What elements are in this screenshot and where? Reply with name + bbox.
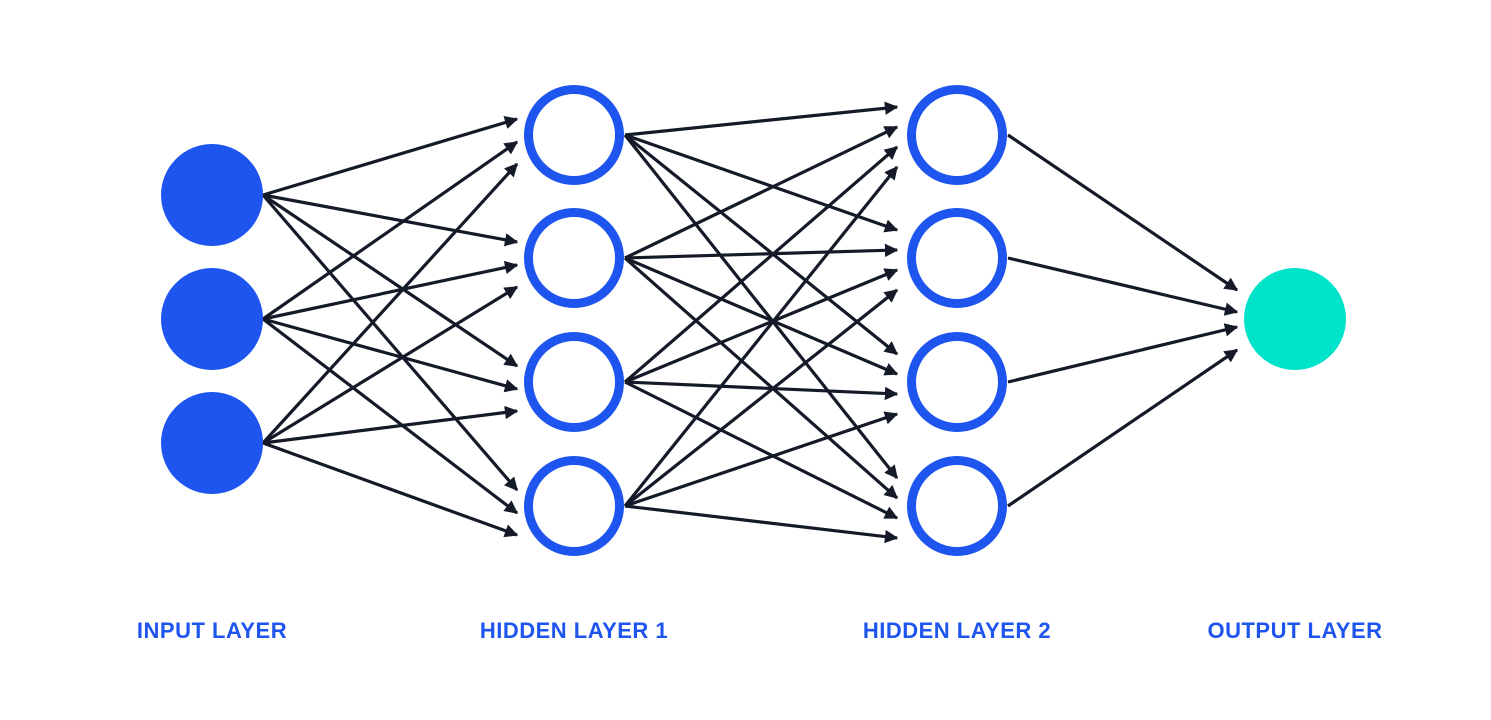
output-layer-label: OUTPUT LAYER <box>1207 618 1383 643</box>
hidden-layer-2-label: HIDDEN LAYER 2 <box>862 618 1052 643</box>
connection-arrow-l1-n2-to-n3 <box>624 380 899 520</box>
output-node <box>1244 268 1346 370</box>
connection-arrow-l1-n2-to-n2 <box>624 380 899 401</box>
connection-arrow-l1-n0-to-n0 <box>624 101 899 137</box>
connection-arrow-l1-n3-to-n1 <box>624 288 899 508</box>
connection-arrow-l2-n2-to-n0 <box>1007 323 1239 384</box>
hidden-node-l2-1 <box>907 208 1007 308</box>
connection-arrow-l1-n0-to-n3 <box>623 134 899 480</box>
connection-arrow-l1-n1-to-n2 <box>624 256 899 376</box>
hidden-layer-1-label: HIDDEN LAYER 1 <box>479 618 669 643</box>
connection-arrow-l2-n1-to-n0 <box>1007 256 1239 316</box>
connection-arrow-l1-n3-to-n0 <box>623 165 899 508</box>
input-node-1 <box>161 268 263 370</box>
connection-arrow-l1-n0-to-n1 <box>624 133 899 233</box>
connection-arrow-l1-n3-to-n3 <box>624 504 899 544</box>
connection-arrow-l0-n1-to-n1 <box>262 260 519 321</box>
hidden-node-l2-0 <box>907 85 1007 185</box>
hidden-node-l1-2 <box>524 332 624 432</box>
connection-arrow-l0-n2-to-n2 <box>262 405 519 445</box>
connection-arrow-l0-n0-to-n3 <box>261 193 519 492</box>
connection-arrow-l1-n2-to-n1 <box>624 268 899 384</box>
connection-arrow-l0-n1-to-n0 <box>262 140 519 321</box>
connection-arrow-l0-n1-to-n2 <box>262 317 519 393</box>
connection-arrow-l2-n0-to-n0 <box>1007 133 1239 292</box>
connection-arrow-l0-n0-to-n0 <box>262 116 519 197</box>
connection-arrow-l0-n0-to-n1 <box>262 193 519 247</box>
connection-arrow-l0-n0-to-n2 <box>262 193 519 368</box>
input-layer-label: INPUT LAYER <box>136 618 288 643</box>
connection-arrow-l1-n1-to-n3 <box>623 256 899 500</box>
connection-arrow-l1-n3-to-n2 <box>624 411 899 508</box>
connection-arrow-l1-n0-to-n2 <box>623 133 899 356</box>
input-node-0 <box>161 144 263 246</box>
hidden-node-l1-1 <box>524 208 624 308</box>
hidden-node-l2-3 <box>907 456 1007 556</box>
connection-arrow-l1-n2-to-n0 <box>623 145 899 384</box>
connection-arrow-l0-n1-to-n3 <box>262 317 519 515</box>
connection-arrow-l0-n2-to-n1 <box>262 285 519 445</box>
connection-arrow-l1-n1-to-n0 <box>624 125 899 260</box>
connection-arrow-l1-n1-to-n1 <box>624 243 899 260</box>
connection-arrow-l2-n3-to-n0 <box>1007 348 1239 508</box>
hidden-node-l1-3 <box>524 456 624 556</box>
hidden-node-l1-0 <box>524 85 624 185</box>
hidden-node-l2-2 <box>907 332 1007 432</box>
connection-arrow-l0-n2-to-n0 <box>261 162 519 445</box>
connection-arrow-l0-n2-to-n3 <box>262 441 519 538</box>
input-node-2 <box>161 392 263 494</box>
